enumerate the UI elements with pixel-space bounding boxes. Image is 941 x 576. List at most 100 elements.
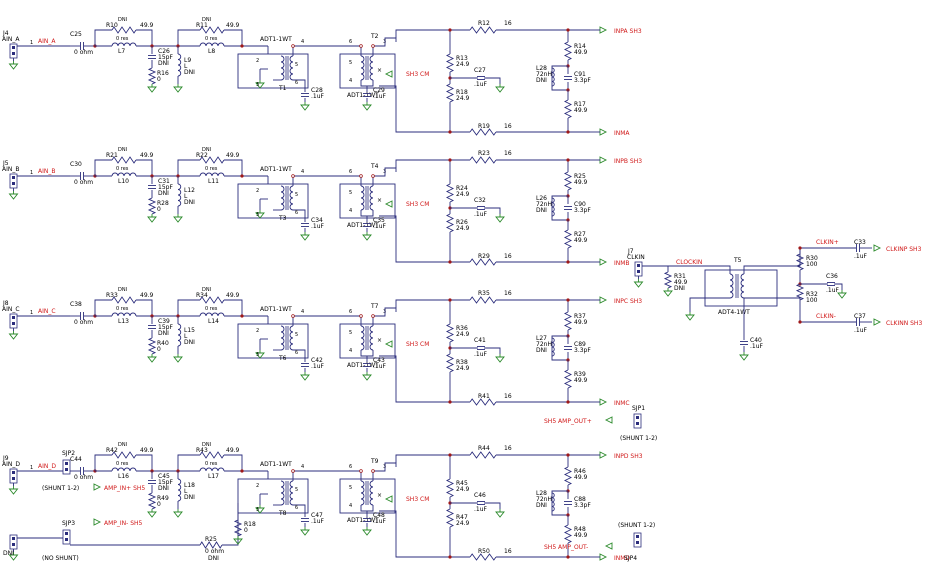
resistor-ref: R44 [478,445,490,452]
transformer-frame [237,478,309,514]
pin-number: 3 [256,82,259,88]
dni-label: DNI [536,207,547,214]
resistor-body [563,229,573,249]
resistor-body [563,369,573,389]
ground-symbol [362,232,372,241]
cap-value: 3.3pF [574,207,591,214]
cap-ref: C30 [70,161,82,168]
dni-label: DNI [674,285,685,292]
pin-dot [359,314,363,318]
ground-symbol [147,354,157,363]
resistor-ref: R34 [196,292,208,299]
resistor-body [445,183,455,203]
sma-connector [634,261,643,277]
cap-ref: C41 [474,337,486,344]
resistor-body [445,478,455,498]
cap-ref: C46 [474,492,486,499]
pin-number: 5 [295,487,298,493]
output-net-n: INMD [614,555,630,562]
output-net-n: INMB [614,260,630,267]
wire [689,297,730,312]
resistor-body [563,524,573,544]
wire [292,45,340,56]
dni-label: DNI [202,147,211,153]
ground-triangle [495,356,505,363]
transformer-winding [369,480,374,506]
junction-dot [240,174,244,178]
jumper-shunt-note: (SHUNT 1-2) [42,485,79,492]
ground-symbol [8,61,19,70]
connector-pin [12,477,15,480]
resistor-ref: R25 [574,173,586,180]
ground-triangle [362,234,372,241]
wire [379,215,450,263]
connector-net-name: AIN_D [2,461,20,468]
resistor-body [111,26,137,34]
ground-symbol [8,191,19,200]
transformer-part: ADT1-1WT [347,222,379,229]
resistor-body [563,466,573,486]
cap-value: .1uF [750,343,764,350]
cap-value: 3.3pF [574,347,591,354]
clock-net-label: CLOCKIN [676,259,702,266]
amp-out-n-net: SH5 AMP_OUT- [544,544,588,551]
resistor-body [445,53,455,73]
resistor-value: 16 [504,290,512,297]
resistor-ref: R11 [196,22,208,29]
resistor-body [469,258,497,266]
output-net-p: INPB SH3 [614,158,642,165]
inductor-body [199,312,225,317]
ground-symbol [685,312,695,321]
pin-number: 4 [301,169,304,175]
cap-value: .1uF [311,93,325,100]
wire [379,85,450,133]
wire [551,335,568,361]
sjp4-jumper [633,532,642,548]
pin-number: 4 [301,464,304,470]
amp-in-p-net: AMP_IN+ SH5 [104,485,145,492]
transformer-part: ADT1-1WT [347,517,379,524]
pin-number: 2 [256,188,259,194]
inductor-value: 0 res [116,166,129,172]
connector-pin [637,264,640,267]
transformer-ref: T7 [370,303,379,310]
transformer-ref: T8 [278,510,287,517]
net-flag [384,200,393,208]
resistor-value: 24.9 [456,520,470,527]
transformer-winding [280,480,285,506]
ground-triangle [300,104,310,111]
cap-value: .1uF [311,223,325,230]
junction-dot [566,298,570,302]
sma-connector [9,173,18,189]
clk-out-p: CLKINP SH3 [886,246,922,253]
cap-value: .1uF [826,287,840,294]
output-net-p: INPC SH3 [614,298,642,305]
inductor-ref: L7 [118,48,125,55]
cap-value: .1uF [311,518,325,525]
resistor-value: 24.9 [456,225,470,232]
jumper-ref: SJP4 [624,555,637,562]
resistor-value: 0 [244,527,248,534]
no-connect-x: × [377,197,382,204]
ground-triangle [837,292,847,299]
resistor-ref: R41 [478,393,490,400]
resistor-body [111,296,137,304]
connector-net-name: AIN_B [2,166,19,173]
junction-dot [448,28,452,32]
transformer-frame [237,183,309,219]
junction-dot [798,246,802,250]
net-flag [599,258,608,266]
cm-net-label: SH3 CM [406,341,429,348]
inductor-value: 0 res [205,166,218,172]
connector-net-name: AIN_C [2,306,20,313]
transformer-ref: T5 [733,257,742,264]
cap-ref: C37 [854,313,866,320]
ground-symbol [147,214,157,223]
clk-n-net: CLKIN- [816,313,836,320]
ground-symbol [173,354,183,363]
dni-label: DNI [536,347,547,354]
sjp2-jumper [62,459,71,475]
ground-symbol [255,80,265,89]
cap-value: .1uF [373,518,387,525]
resistor-body [795,253,805,271]
